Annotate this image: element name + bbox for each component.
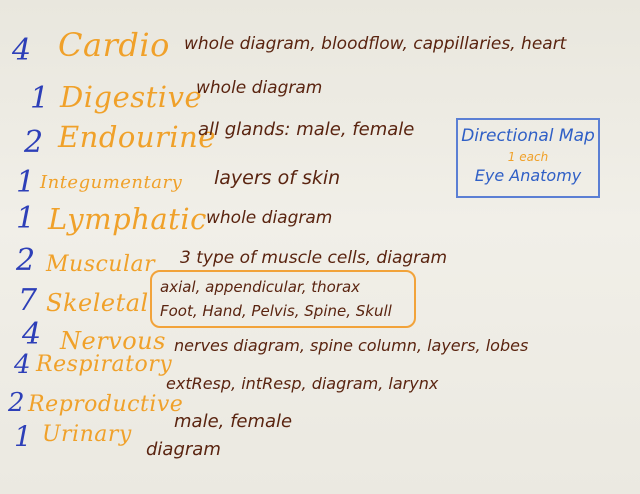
row-cardio: 4 Cardio whole diagram, bloodflow, cappi…	[0, 26, 640, 66]
count: 4	[22, 317, 42, 352]
row-endourine: 2 Endourine all glands: male, female	[0, 120, 640, 160]
count: 1	[30, 81, 50, 116]
system-name: Integumentary	[40, 172, 183, 193]
row-respiratory: 4 Respiratory extResp, intResp, diagram,…	[0, 350, 640, 393]
detail: layers of skin	[214, 167, 341, 189]
skeletal-detail-box: axial, appendicular, thorax Foot, Hand, …	[150, 270, 416, 328]
detail: diagram	[146, 439, 221, 460]
row-integumentary: 1 Integumentary layers of skin	[0, 164, 640, 204]
count: 4	[14, 350, 31, 380]
detail-line-2: Foot, Hand, Pelvis, Spine, Skull	[160, 302, 392, 320]
detail-line-1: axial, appendicular, thorax	[160, 278, 361, 296]
system-name: Digestive	[60, 80, 203, 114]
detail: male, female	[174, 411, 293, 432]
count: 2	[16, 243, 36, 278]
detail: 3 type of muscle cells, diagram	[180, 248, 448, 268]
count: 2	[24, 125, 44, 160]
box-title: Directional Map	[461, 126, 595, 146]
detail: whole diagram, bloodflow, cappillaries, …	[184, 34, 567, 54]
system-name: Endourine	[58, 120, 217, 154]
count: 7	[18, 283, 38, 318]
system-name: Skeletal	[46, 289, 149, 317]
count: 4	[12, 33, 32, 68]
row-nervous: 4 Nervous nerves diagram, spine column, …	[0, 316, 640, 356]
system-name: Lymphatic	[48, 202, 207, 236]
row-urinary: 1 Urinary diagram	[0, 420, 640, 460]
system-name: Nervous	[60, 327, 166, 355]
directional-map-box: Directional Map 1 each Eye Anatomy	[456, 118, 600, 198]
box-subtitle: 1 each	[507, 150, 549, 164]
count: 1	[14, 420, 32, 453]
system-name: Muscular	[46, 252, 156, 277]
row-skeletal: 7 Skeletal	[0, 286, 640, 326]
row-lymphatic: 1 Lymphatic whole diagram	[0, 200, 640, 240]
system-name: Reproductive	[28, 392, 184, 417]
detail: extResp, intResp, diagram, larynx	[166, 374, 439, 393]
row-muscular: 2 Muscular 3 type of muscle cells, diagr…	[0, 242, 640, 282]
detail: whole diagram	[196, 78, 323, 98]
count: 1	[16, 201, 36, 236]
system-name: Cardio	[58, 26, 170, 64]
system-name: Urinary	[42, 422, 132, 447]
detail: whole diagram	[206, 208, 333, 228]
row-reproductive: 2 Reproductive male, female	[0, 386, 640, 432]
count: 2	[8, 388, 25, 418]
box-second-item: Eye Anatomy	[474, 166, 582, 185]
row-digestive: 1 Digestive whole diagram	[0, 78, 640, 118]
count: 1	[16, 165, 36, 200]
system-name: Respiratory	[36, 352, 173, 377]
detail: all glands: male, female	[198, 119, 415, 140]
detail: nerves diagram, spine column, layers, lo…	[174, 336, 529, 355]
